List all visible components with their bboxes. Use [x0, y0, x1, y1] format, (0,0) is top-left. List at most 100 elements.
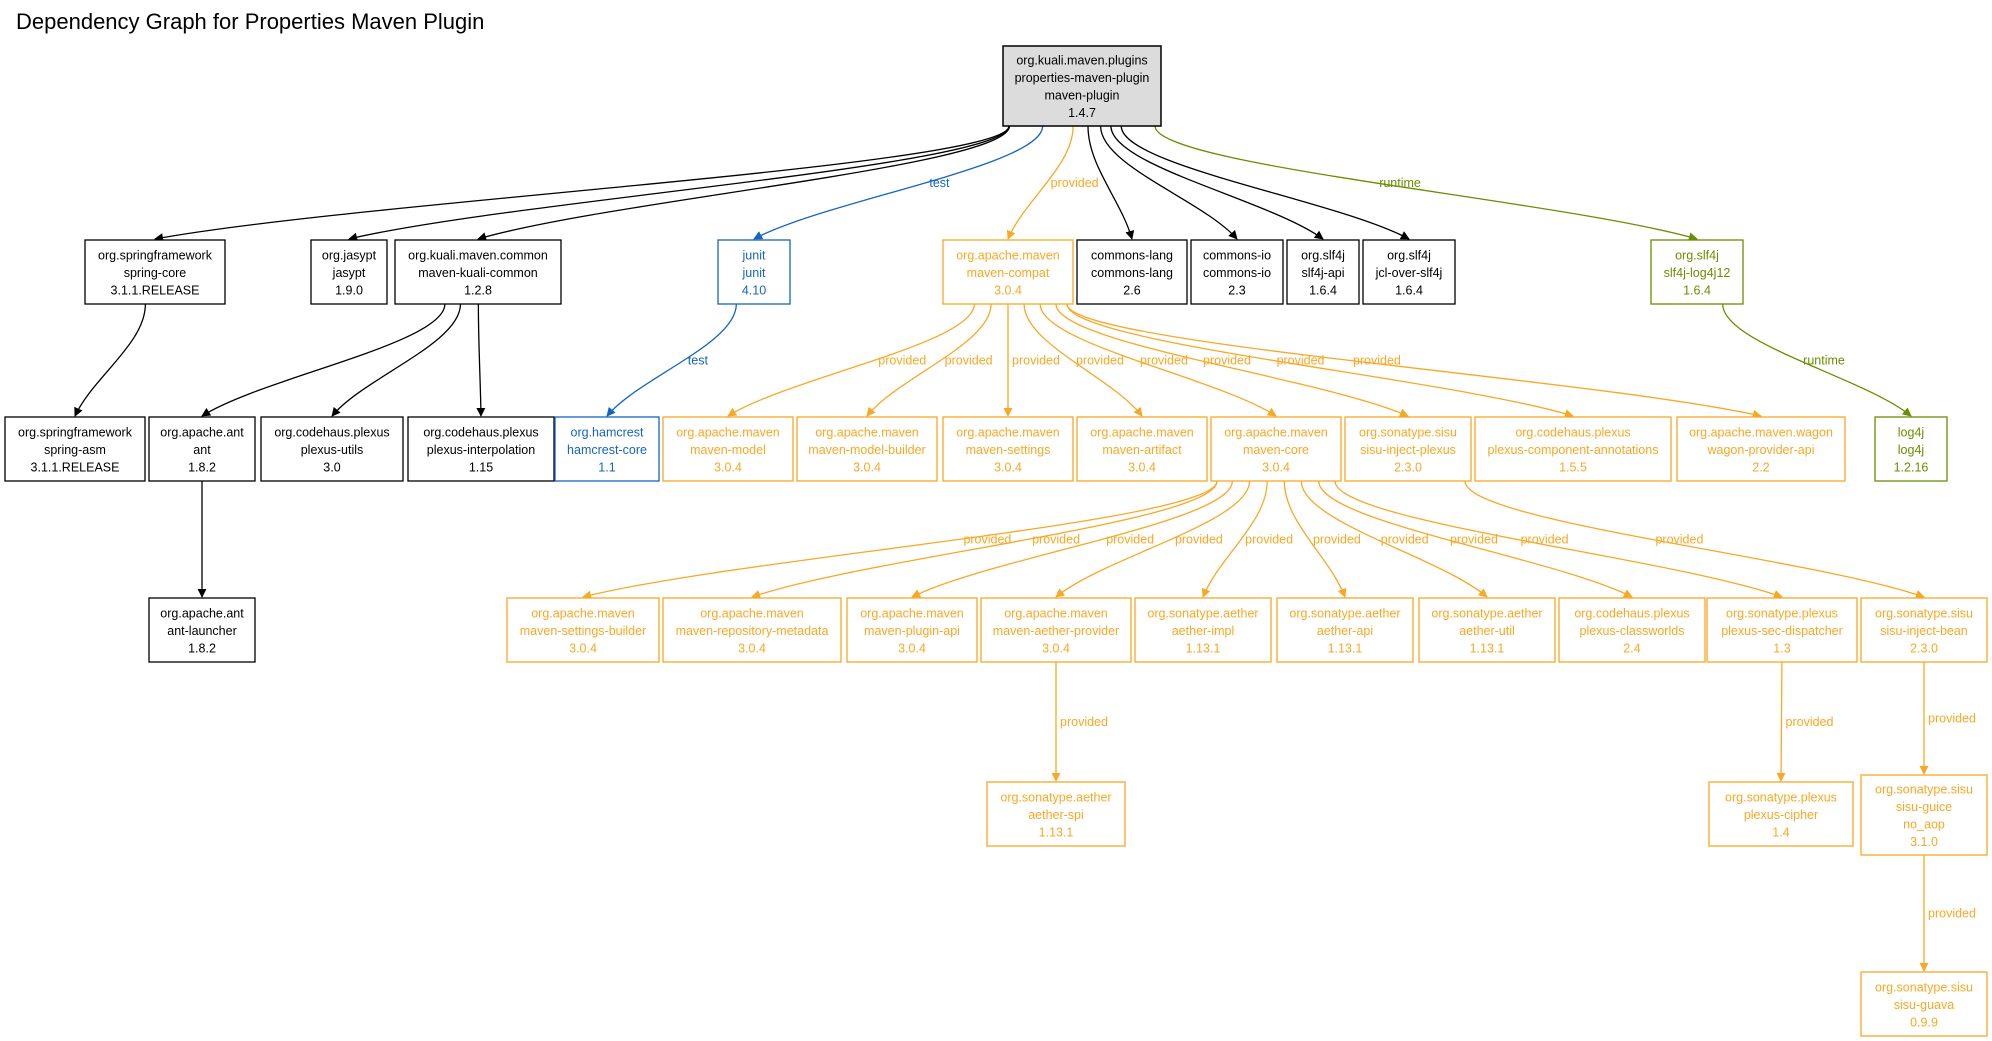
node-line-plexus-interpolation-1: plexus-interpolation: [427, 443, 535, 457]
node-line-ant-2: 1.8.2: [188, 460, 216, 474]
node-line-junit-2: 4.10: [742, 283, 766, 297]
edge-label-maven-compat-to-maven-settings: provided: [1012, 354, 1060, 368]
edge-root-to-maven-kuali-common: [477, 125, 1011, 242]
node-maven-repository-metadata[interactable]: org.apache.mavenmaven-repository-metadat…: [662, 597, 842, 663]
node-root[interactable]: org.kuali.maven.pluginsproperties-maven-…: [1002, 45, 1162, 127]
node-line-wagon-provider-api-1: wagon-provider-api: [1706, 443, 1814, 457]
node-aether-impl[interactable]: org.sonatype.aether aether-impl 1.13.1: [1134, 597, 1272, 663]
node-spring-asm[interactable]: org.springframeworkspring-asm3.1.1.RELEA…: [4, 416, 146, 482]
node-box-maven-model: [662, 416, 794, 482]
node-box-plexus-utils: [260, 416, 404, 482]
node-line-maven-repository-metadata-1: maven-repository-metadata: [676, 624, 829, 638]
node-line-commons-lang-1: commons-lang: [1091, 266, 1173, 280]
node-line-commons-io-0: commons-io: [1203, 248, 1271, 262]
node-line-slf4j-api-0: org.slf4j: [1301, 248, 1345, 262]
node-box-aether-util: [1418, 597, 1556, 663]
node-box-jasypt: [310, 239, 388, 305]
node-line-aether-impl-0: org.sonatype.aether: [1147, 606, 1258, 620]
edge-maven-core-to-aether-api: [1283, 480, 1347, 598]
node-box-slf4j-api: [1286, 239, 1360, 305]
node-line-aether-impl-1: aether-impl: [1172, 624, 1235, 638]
node-maven-kuali-common[interactable]: org.kuali.maven.commonmaven-kuali-common…: [394, 239, 562, 305]
node-box-maven-core: [1210, 416, 1342, 482]
edge-maven-core-to-plexus-classworlds: [1318, 480, 1633, 598]
node-line-commons-lang-2: 2.6: [1123, 283, 1140, 297]
node-maven-aether-provider[interactable]: org.apache.mavenmaven-aether-provider3.0…: [980, 597, 1132, 663]
node-spring-core[interactable]: org.springframeworkspring-core3.1.1.RELE…: [84, 239, 226, 305]
node-line-plexus-component-annotations-2: 1.5.5: [1559, 460, 1587, 474]
edge-label-slf4j-log4j12-to-log4j: runtime: [1803, 354, 1845, 368]
edge-root-to-maven-compat: [1006, 125, 1074, 240]
node-plexus-interpolation[interactable]: org.codehaus.plexusplexus-interpolation1…: [407, 416, 555, 482]
node-line-aether-impl-2: 1.13.1: [1186, 641, 1221, 655]
node-line-plexus-cipher-2: 1.4: [1772, 825, 1789, 839]
node-line-maven-plugin-api-1: maven-plugin-api: [864, 624, 960, 638]
node-line-maven-aether-provider-2: 3.0.4: [1042, 641, 1070, 655]
edge-label-plexus-sec-dispatcher-to-plexus-cipher: provided: [1786, 715, 1834, 729]
edge-label-maven-compat-to-maven-model: provided: [878, 354, 926, 368]
node-line-root-3: 1.4.7: [1068, 106, 1096, 120]
node-line-sisu-inject-plexus-1: sisu-inject-plexus: [1360, 443, 1456, 457]
edge-label-sisu-inject-plexus-to-sisu-inject-bean: provided: [1655, 533, 1703, 547]
node-plexus-component-annotations[interactable]: org.codehaus.plexusplexus-component-anno…: [1474, 416, 1672, 482]
node-line-maven-model-2: 3.0.4: [714, 460, 742, 474]
node-wagon-provider-api[interactable]: org.apache.maven.wagonwagon-provider-api…: [1676, 416, 1846, 482]
edge-label-root-to-maven-compat: provided: [1051, 176, 1099, 190]
node-line-spring-asm-2: 3.1.1.RELEASE: [31, 460, 120, 474]
edge-label-maven-core-to-maven-repository-metadata: provided: [1032, 533, 1080, 547]
node-line-sisu-guice-1: sisu-guice: [1896, 800, 1952, 814]
node-line-maven-model-builder-0: org.apache.maven: [815, 425, 919, 439]
node-box-aether-api: [1276, 597, 1414, 663]
edge-sisu-inject-plexus-to-sisu-inject-bean: [1464, 480, 1925, 599]
node-box-ant-launcher: [148, 597, 256, 663]
node-line-plexus-utils-2: 3.0: [323, 460, 340, 474]
node-plexus-sec-dispatcher[interactable]: org.sonatype.plexusplexus-sec-dispatcher…: [1706, 597, 1858, 663]
edge-root-to-jasypt: [348, 125, 1010, 242]
node-line-sisu-inject-bean-0: org.sonatype.sisu: [1875, 606, 1973, 620]
node-line-maven-settings-builder-1: maven-settings-builder: [520, 624, 646, 638]
node-box-ant: [148, 416, 256, 482]
node-box-maven-repository-metadata: [662, 597, 842, 663]
node-line-ant-0: org.apache.ant: [160, 425, 244, 439]
node-box-plexus-component-annotations: [1474, 416, 1672, 482]
node-box-hamcrest-core: [554, 416, 660, 482]
node-line-spring-core-2: 3.1.1.RELEASE: [111, 283, 200, 297]
node-line-junit-1: junit: [742, 266, 766, 280]
node-maven-settings-builder[interactable]: org.apache.mavenmaven-settings-builder3.…: [506, 597, 660, 663]
node-box-root: [1002, 45, 1162, 127]
node-line-jasypt-0: org.jasypt: [322, 248, 377, 262]
edge-label-sisu-inject-bean-to-sisu-guice: provided: [1928, 712, 1976, 726]
node-line-root-2: maven-plugin: [1044, 89, 1119, 103]
node-box-maven-plugin-api: [846, 597, 978, 663]
node-line-ant-launcher-2: 1.8.2: [188, 641, 216, 655]
